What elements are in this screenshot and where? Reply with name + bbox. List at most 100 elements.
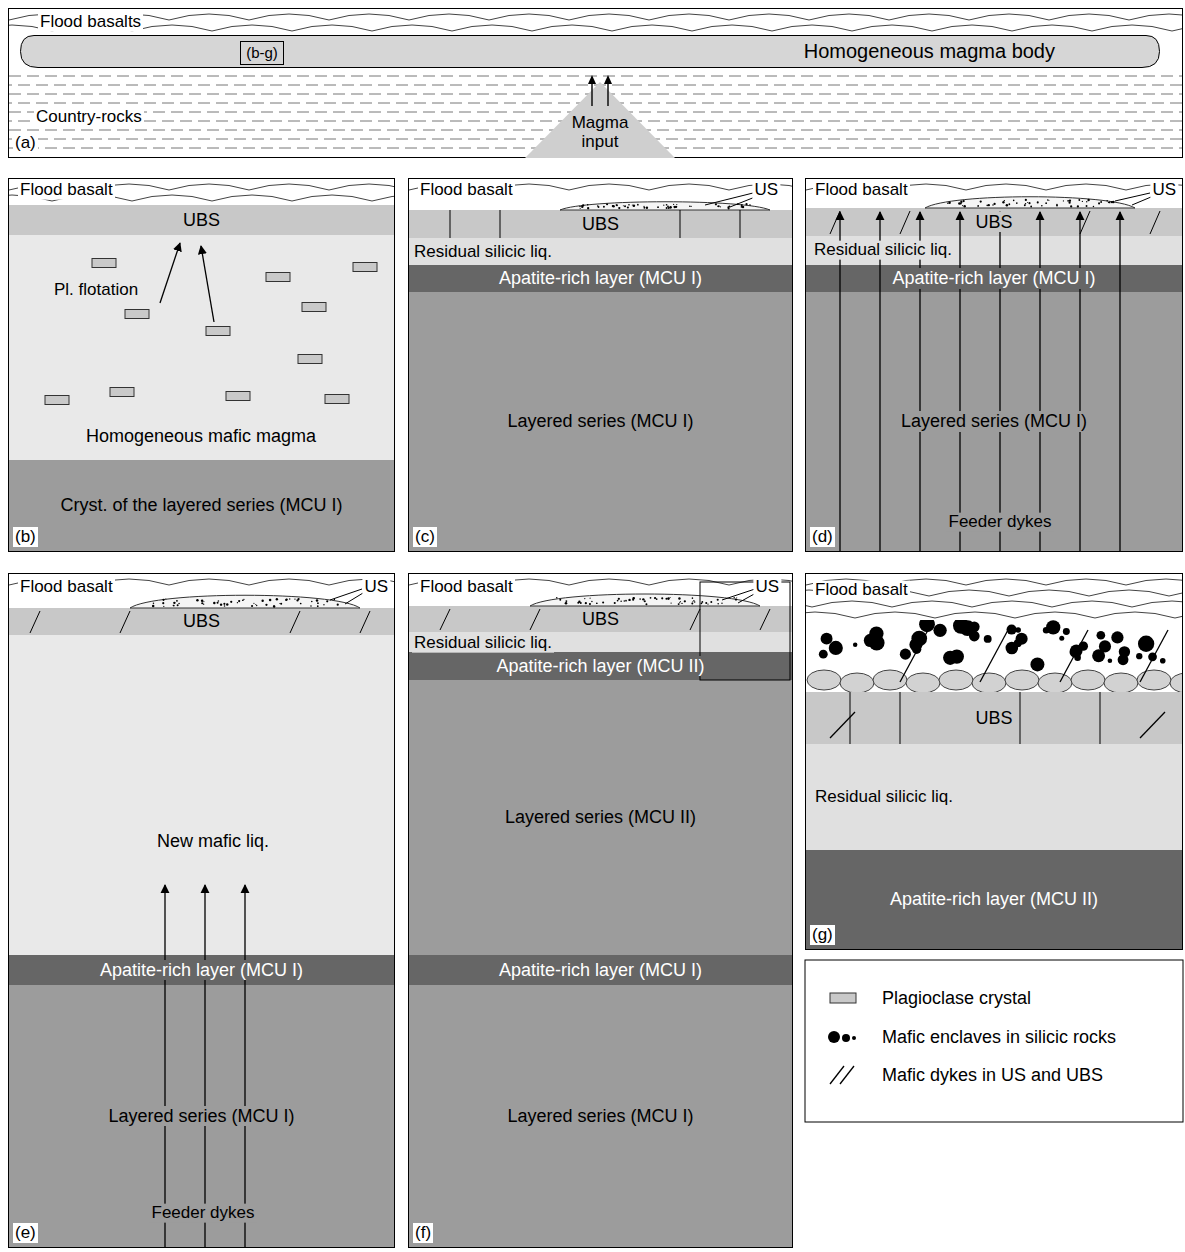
enclave (1015, 627, 1021, 633)
lens-dot (727, 206, 729, 208)
lava-flow-line (452, 25, 532, 31)
lens-dot (1004, 200, 1005, 201)
ubs-crack (1020, 692, 1021, 744)
lens-dot (616, 204, 618, 206)
lens-dot (220, 603, 222, 605)
lens-dot (286, 598, 288, 600)
lens-dot (1002, 201, 1004, 203)
mafic-dyke (1140, 630, 1168, 682)
legend-swatch (826, 1025, 866, 1049)
flood-basalt-flows (806, 579, 1182, 618)
plagioclase-sample (830, 993, 856, 1003)
lens-dot (980, 200, 982, 202)
enclave-sample (828, 1031, 840, 1043)
panel-letter: (c) (413, 527, 437, 547)
lens-dot (715, 203, 717, 205)
lens-dot (690, 206, 691, 207)
enclave (1014, 639, 1022, 647)
arrow (1039, 212, 1040, 551)
band-fill (409, 606, 792, 632)
lens-dot (1077, 206, 1078, 207)
lens-dot (666, 207, 668, 209)
magma-input-cone-fill (525, 82, 675, 158)
flood-basalt-flows (9, 184, 394, 201)
lava-flow-line (1129, 14, 1182, 20)
band-fill (806, 850, 1182, 949)
layer-name: UBS (971, 708, 1016, 729)
band-fill (409, 652, 792, 680)
lens-dot (628, 204, 630, 206)
lens-dot (735, 598, 737, 600)
lens-dot (1013, 200, 1015, 202)
lava-flow-line (489, 579, 569, 585)
arrowhead (588, 75, 596, 84)
flood-basalt-flows (409, 184, 792, 190)
lens-dot (226, 603, 228, 605)
lava-flow-line (729, 14, 809, 20)
lens-dot (602, 601, 604, 603)
lens-dot (670, 602, 671, 603)
lava-flow-line (372, 195, 394, 201)
lens-dot (580, 602, 582, 604)
lens-dot (656, 598, 658, 600)
diagram-panel: UBSApatite-rich layer (MCU I)Layered ser… (805, 178, 1183, 552)
plagioclase-crystal (226, 392, 250, 401)
legend-box (805, 960, 1183, 1122)
layer-label: Flood basalt (418, 578, 515, 597)
lens-dot (585, 602, 587, 604)
lava-flow-line (249, 14, 329, 20)
enclave (1119, 646, 1130, 657)
dash-line (9, 85, 1182, 86)
lens-dot (300, 603, 302, 605)
lens-dot (657, 206, 659, 208)
lens-dot (251, 605, 253, 607)
mafic-dyke (1080, 211, 1090, 234)
mafic-dyke (900, 630, 928, 682)
dash-line (9, 76, 1182, 77)
lava-flow-line (1175, 612, 1182, 618)
lens-dot (294, 598, 295, 599)
lens-dot (598, 206, 600, 208)
pillow (1104, 673, 1138, 692)
enclave (900, 649, 911, 660)
mafic-dyke (290, 611, 300, 633)
panel-letter: (b) (13, 527, 38, 547)
lava-flow-line (1092, 25, 1172, 31)
lens-dot (749, 204, 751, 206)
enclave (933, 624, 946, 637)
magma-body-outline (20, 35, 1160, 68)
lens-dot (679, 602, 680, 603)
lens-dot (701, 602, 703, 604)
lens-dot (624, 205, 626, 207)
lava-flow-line (812, 601, 892, 607)
layer-fill (806, 236, 1182, 265)
lava-flow-line (409, 579, 489, 585)
lava-flow-line (1012, 25, 1092, 31)
rock-layer-band: Layered series (MCU I) (806, 292, 1182, 551)
lens-dot (1056, 205, 1058, 207)
lava-flow-line (132, 195, 212, 201)
arrow (160, 243, 180, 303)
lens-dot (1070, 205, 1072, 207)
layer-fill (806, 744, 1182, 850)
lens-dot (1087, 199, 1089, 201)
lava-flow-line (1052, 601, 1132, 607)
lens-dot (317, 602, 319, 604)
ubs-crack (450, 210, 451, 238)
panel-letter: (g) (810, 925, 835, 945)
lens-dot (745, 203, 747, 205)
lens-dot (556, 597, 557, 598)
lens-dot (203, 603, 204, 604)
plagioclase-crystal (45, 396, 69, 405)
ubs-crack (740, 210, 741, 238)
lens-dot (639, 598, 641, 600)
upper-silicic-lens (130, 595, 360, 608)
lens-dot (718, 205, 720, 207)
arrow (919, 212, 920, 551)
lens-dot (587, 204, 589, 206)
lens-dot (678, 603, 680, 605)
lens-dot (1109, 201, 1111, 203)
leader-line (705, 193, 753, 205)
panel-ground (805, 178, 1183, 552)
arrow (839, 212, 840, 551)
